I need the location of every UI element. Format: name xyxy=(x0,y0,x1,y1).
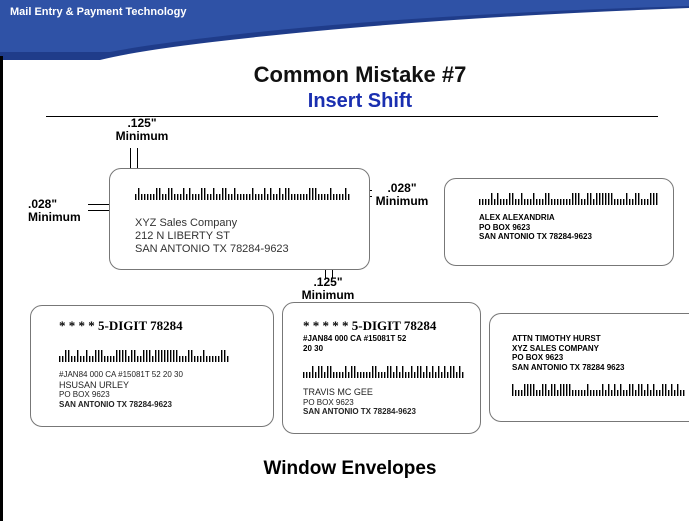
barcode-main xyxy=(135,188,350,200)
title-rule xyxy=(46,116,658,117)
b2-line3: PO BOX 9623 xyxy=(303,397,354,407)
dim-right-label: .028" Minimum xyxy=(372,181,432,209)
envelope-bottom-3: ATTN TIMOTHY HURST XYZ SALES COMPANY PO … xyxy=(489,313,689,422)
b3-line1: ATTN TIMOTHY HURST xyxy=(512,334,601,343)
envelope-top-right: ALEX ALEXANDRIA PO BOX 9623 SAN ANTONIO … xyxy=(444,178,674,266)
b2-address: TRAVIS MC GEE PO BOX 9623 SAN ANTONIO TX… xyxy=(303,387,416,417)
window-envelopes-title: Window Envelopes xyxy=(263,458,437,479)
barcode-b3 xyxy=(512,384,685,396)
b3-line4: SAN ANTONIO TX 78284 9623 xyxy=(512,362,625,372)
barcode-b1 xyxy=(59,350,229,362)
dim-right-sub: Minimum xyxy=(375,194,429,209)
b2-line4: SAN ANTONIO TX 78284-9623 xyxy=(303,407,416,417)
b3-line3: PO BOX 9623 xyxy=(512,353,564,363)
main-address-line2: 212 N LIBERTY ST xyxy=(135,230,230,243)
top-right-line2: PO BOX 9623 xyxy=(479,222,531,232)
b1-line2: HSUSAN URLEY xyxy=(59,379,130,390)
b2-line2: TRAVIS MC GEE xyxy=(303,387,373,397)
main-address-line1: XYZ Sales Company xyxy=(135,217,238,229)
dim-left-sub: Minimum xyxy=(28,210,81,225)
dim-left-value: .028" xyxy=(28,197,58,211)
dim-top-value: .125" xyxy=(127,116,157,130)
b3-address: ATTN TIMOTHY HURST XYZ SALES COMPANY PO … xyxy=(512,334,625,372)
main-address-line3: SAN ANTONIO TX 78284-9623 xyxy=(135,243,289,256)
dim-left-label: .028" Minimum xyxy=(28,197,88,225)
barcode-top-right xyxy=(479,193,658,205)
dim-bottom-label: .125" Minimum xyxy=(298,275,358,303)
dim-bottom-sub: Minimum xyxy=(301,288,355,303)
dim-bottom-value: .125" xyxy=(313,275,343,289)
b1-address: #JAN84 000 CA #15081T 52 20 30 HSUSAN UR… xyxy=(59,370,183,410)
top-right-line3: SAN ANTONIO TX 78284-9623 xyxy=(479,232,592,242)
dim-top-label: .125" Minimum xyxy=(112,116,172,144)
left-border xyxy=(0,56,3,521)
b3-line2: XYZ SALES COMPANY xyxy=(512,343,599,353)
b2-line1: #JAN84 000 CA #15081T 52 xyxy=(303,334,407,343)
b1-line3: PO BOX 9623 xyxy=(59,390,110,400)
b2-digit-line: * * * * * 5-DIGIT 78284 xyxy=(303,318,437,333)
main-envelope: XYZ Sales Company 212 N LIBERTY ST SAN A… xyxy=(109,168,370,270)
b1-digit-line: * * * * 5-DIGIT 78284 xyxy=(59,318,183,333)
header-banner xyxy=(0,0,689,60)
b1-line1: #JAN84 000 CA #15081T 52 20 30 xyxy=(59,370,183,379)
top-right-line1: ALEX ALEXANDRIA xyxy=(479,213,555,222)
dim-top-sub: Minimum xyxy=(115,129,169,144)
slide-title: Common Mistake #7 xyxy=(253,62,467,87)
b1-line4: SAN ANTONIO TX 78284-9623 xyxy=(59,399,172,409)
barcode-b2 xyxy=(303,366,464,378)
main-envelope-address: XYZ Sales Company 212 N LIBERTY ST SAN A… xyxy=(135,217,289,257)
b2-line1b: 20 30 xyxy=(303,344,324,353)
dim-right-value: .028" xyxy=(387,181,417,195)
slide-subtitle: Insert Shift xyxy=(307,90,413,112)
envelope-bottom-2: * * * * * 5-DIGIT 78284 #JAN84 000 CA #1… xyxy=(282,302,481,434)
envelope-bottom-1: * * * * 5-DIGIT 78284 #JAN84 000 CA #150… xyxy=(30,305,274,427)
header-label: Mail Entry & Payment Technology xyxy=(10,6,187,18)
top-right-address: ALEX ALEXANDRIA PO BOX 9623 SAN ANTONIO … xyxy=(479,213,592,242)
